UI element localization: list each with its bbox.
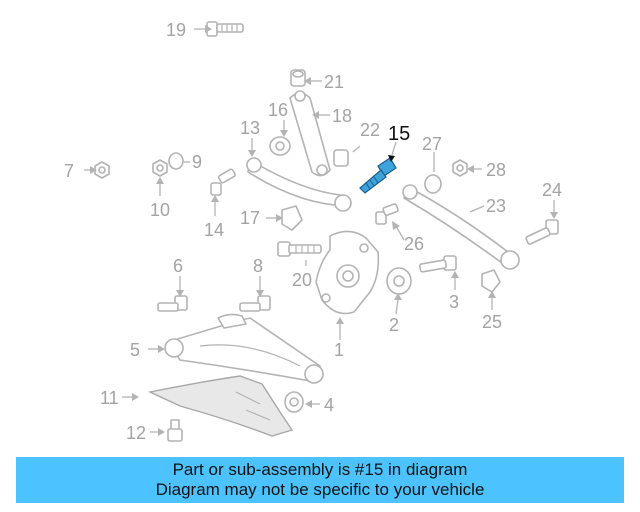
part-20-bolt xyxy=(277,241,322,257)
info-banner: Part or sub-assembly is #15 in diagram D… xyxy=(16,457,624,503)
leader-lines xyxy=(84,25,558,436)
callout-26: 26 xyxy=(404,234,424,254)
callout-18: 18 xyxy=(332,106,352,126)
callout-10: 10 xyxy=(150,200,170,220)
part-2-bushing xyxy=(386,267,412,295)
callout-8: 8 xyxy=(253,256,263,276)
callout-27: 27 xyxy=(422,134,442,154)
callout-2: 2 xyxy=(389,315,399,335)
callout-11: 11 xyxy=(100,388,119,408)
callout-21: 21 xyxy=(324,72,344,92)
callout-3: 3 xyxy=(449,292,459,312)
part-4-bushing xyxy=(284,391,304,413)
part-9-ring xyxy=(168,152,184,170)
part-23-link xyxy=(402,184,520,270)
part-11-shield xyxy=(147,375,294,437)
callout-labels: 19 21 16 18 13 22 15 27 7 9 28 10 14 17 … xyxy=(64,20,562,443)
part-26-bolt xyxy=(375,203,399,225)
callout-19: 19 xyxy=(166,20,186,40)
callout-15-highlighted: 15 xyxy=(388,123,410,145)
part-28-nut xyxy=(452,159,468,177)
part-19-bolt xyxy=(206,21,244,37)
callout-14: 14 xyxy=(204,220,224,240)
callout-25: 25 xyxy=(482,312,502,332)
part-14-bolt xyxy=(210,168,236,196)
part-1-knuckle xyxy=(315,230,380,315)
part-22-nut xyxy=(333,149,349,167)
callout-9: 9 xyxy=(192,152,202,172)
callout-23: 23 xyxy=(486,196,506,216)
part-24-bolt xyxy=(525,219,559,245)
callout-13: 13 xyxy=(240,118,260,138)
part-7-nut xyxy=(94,161,110,179)
callout-5: 5 xyxy=(130,340,140,360)
callout-6: 6 xyxy=(173,256,183,276)
part-18-link xyxy=(289,90,331,177)
part-10-nut xyxy=(152,159,168,177)
callout-17: 17 xyxy=(240,208,260,228)
part-8-bolt xyxy=(239,295,271,312)
banner-line-disclaimer: Diagram may not be specific to your vehi… xyxy=(155,480,485,499)
callout-4: 4 xyxy=(324,395,334,415)
part-25-bushing xyxy=(481,269,501,293)
callout-20: 20 xyxy=(292,270,312,290)
callout-22: 22 xyxy=(360,120,380,140)
callout-1: 1 xyxy=(334,340,344,360)
callout-28: 28 xyxy=(486,160,506,180)
banner-line-part: Part or sub-assembly is #15 in diagram xyxy=(172,460,468,479)
part-21-nut xyxy=(290,69,306,87)
part-27-ring xyxy=(424,174,442,194)
part-17-nut xyxy=(281,205,303,231)
part-13-control-arm xyxy=(246,157,352,212)
part-16-bushing xyxy=(269,136,291,156)
callout-24: 24 xyxy=(542,180,562,200)
part-6-bolt xyxy=(157,295,188,312)
callout-7: 7 xyxy=(64,161,74,181)
part-5-lower-arm xyxy=(164,313,324,384)
callout-12: 12 xyxy=(126,423,146,443)
part-15-bolt xyxy=(359,157,397,194)
part-12-clip xyxy=(167,419,183,442)
part-3-bolt xyxy=(419,255,457,273)
callout-16: 16 xyxy=(268,100,288,120)
